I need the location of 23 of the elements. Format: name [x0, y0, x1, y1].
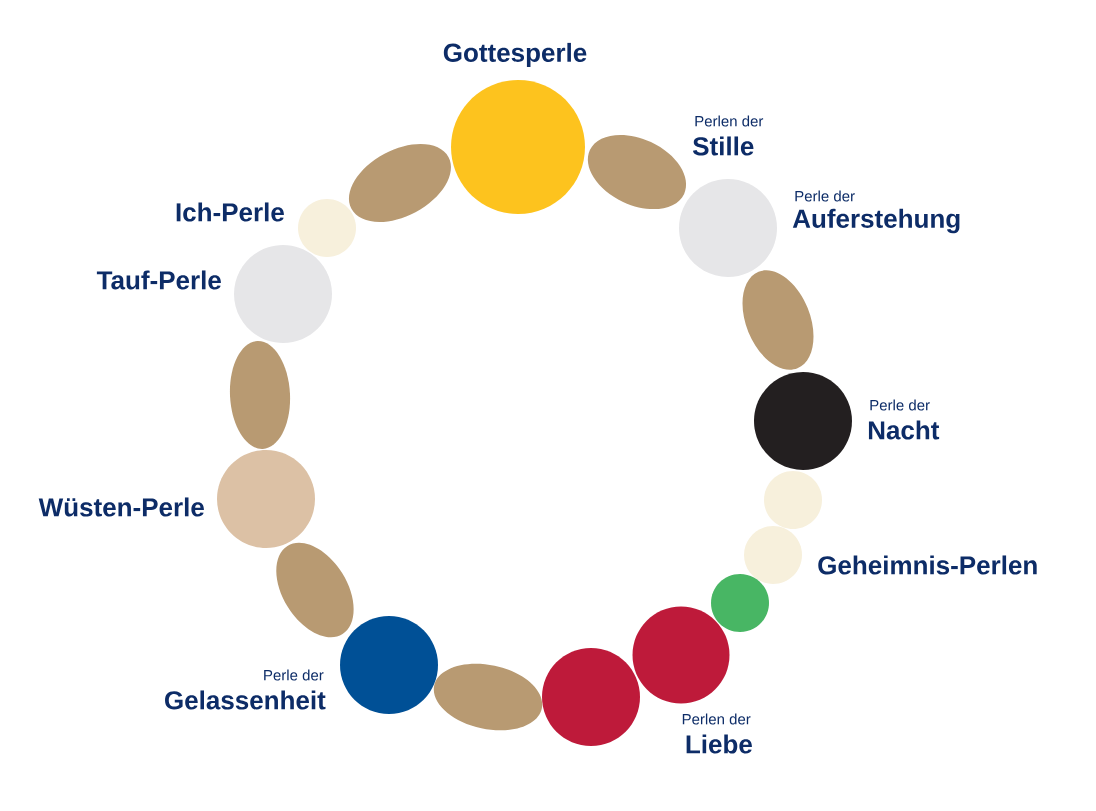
bead-label: Gottesperle: [443, 42, 587, 68]
bead-caption: Perlen der: [682, 713, 751, 725]
bead-label: Geheimnis-Perlen: [818, 555, 1037, 575]
bead-caption: Perle der: [795, 190, 855, 202]
bead: [764, 471, 822, 529]
bead: [229, 341, 291, 449]
bead-label: Liebe: [686, 734, 752, 754]
bead: [742, 270, 814, 370]
bead-label: Gelassenheit: [165, 690, 326, 710]
bead-label: Ich-Perle: [176, 202, 284, 222]
bead: [542, 648, 640, 746]
bead-caption: Perle der: [870, 399, 930, 411]
bead-label: Nacht: [868, 420, 940, 440]
bead: [276, 542, 354, 638]
bead-label: Tauf-Perle: [96, 270, 221, 290]
bead: [433, 663, 543, 731]
bead-label: Wüsten-Perle: [38, 497, 204, 517]
bead-caption: Perle der: [264, 669, 324, 681]
bead-caption: Perlen der: [695, 115, 764, 127]
bead-label: Stille: [692, 136, 754, 156]
bead-label: Auferstehung: [792, 208, 960, 234]
bead: [349, 144, 451, 222]
bead: [711, 574, 769, 632]
